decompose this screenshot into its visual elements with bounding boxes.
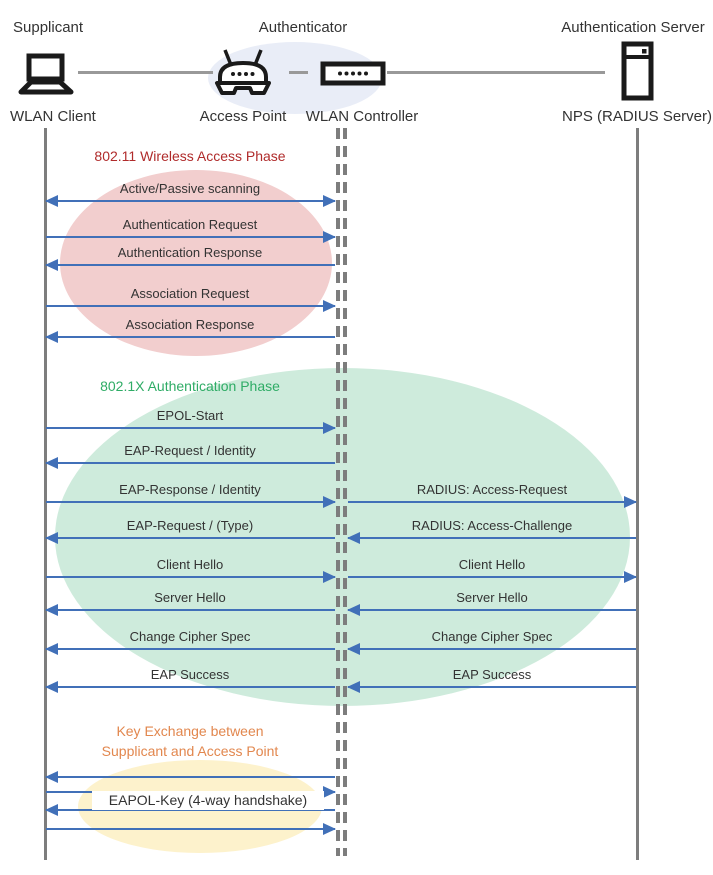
message-label: EAP-Request / (Type)	[126, 518, 254, 533]
auth-server-role-label: Authentication Server	[561, 19, 705, 36]
arrowhead-left	[45, 457, 58, 469]
message-arrow	[46, 496, 336, 508]
message-label: Active/Passive scanning	[119, 181, 261, 196]
message-label: Change Cipher Spec	[431, 629, 553, 644]
message-arrow	[348, 571, 637, 583]
message-label: Authentication Response	[117, 245, 263, 260]
authenticator-role-label: Authenticator	[258, 19, 348, 36]
message-arrow	[45, 771, 335, 783]
arrowhead-left	[347, 643, 360, 655]
arrowhead-left	[45, 532, 58, 544]
message-arrow	[46, 823, 336, 835]
arrowhead-right	[323, 496, 336, 508]
arrowhead-right	[624, 571, 637, 583]
arrowhead-left	[347, 681, 360, 693]
arrowhead-left	[347, 604, 360, 616]
arrowhead-left	[45, 331, 58, 343]
message-arrow	[348, 496, 637, 508]
message-label: Client Hello	[458, 557, 526, 572]
message-arrow	[45, 604, 335, 616]
arrowhead-left	[45, 643, 58, 655]
message-label: Authentication Request	[122, 217, 258, 232]
message-arrow	[347, 643, 636, 655]
arrowhead-right	[323, 300, 336, 312]
access-point-label: Access Point	[199, 108, 287, 125]
auth-server-lifeline	[636, 128, 639, 860]
message-arrow	[45, 457, 335, 469]
arrowhead-right	[323, 422, 336, 434]
wlan-controller-label: WLAN Controller	[305, 108, 419, 125]
message-label: EPOL-Start	[156, 408, 224, 423]
arrowhead-left	[45, 804, 58, 816]
message-label: RADIUS: Access-Request	[416, 482, 568, 497]
message-arrow	[45, 804, 335, 816]
message-label: Association Response	[125, 317, 255, 332]
wlan-controller-icon	[320, 61, 386, 86]
connector-controller-server	[387, 71, 605, 74]
message-arrow	[46, 422, 336, 434]
wlan-controller-lifeline	[343, 128, 347, 856]
message-label: EAP-Request / Identity	[124, 443, 256, 458]
message-arrow	[347, 681, 636, 693]
message-label: RADIUS: Access-Challenge	[411, 518, 573, 533]
access-point-lifeline	[336, 128, 340, 856]
arrowhead-left	[45, 681, 58, 693]
phase3-title: Key Exchange between Supplicant and Acce…	[101, 723, 279, 759]
message-arrow	[45, 331, 335, 343]
message-label: EAP Success	[452, 667, 532, 682]
message-arrow	[46, 300, 336, 312]
message-arrow	[46, 571, 336, 583]
arrowhead-left	[347, 532, 360, 544]
message-arrow	[45, 259, 335, 271]
supplicant-role-label: Supplicant	[13, 19, 84, 36]
arrowhead-left	[45, 195, 58, 207]
arrowhead-right	[323, 571, 336, 583]
arrowhead-right	[323, 195, 336, 207]
message-label: Change Cipher Spec	[129, 629, 251, 644]
message-label: EAP Success	[150, 667, 230, 682]
phase1-title: 802.11 Wireless Access Phase	[94, 148, 286, 164]
arrowhead-left	[45, 259, 58, 271]
arrowhead-left	[45, 771, 58, 783]
message-label: EAP-Response / Identity	[119, 482, 261, 497]
laptop-icon	[16, 52, 76, 96]
message-arrow	[45, 532, 335, 544]
message-arrow	[45, 195, 336, 207]
message-arrow	[347, 604, 636, 616]
message-label: EAPOL-Key (4-way handshake)	[92, 791, 324, 810]
message-label: Client Hello	[156, 557, 224, 572]
arrowhead-right	[624, 496, 637, 508]
message-arrow	[45, 681, 335, 693]
server-icon	[621, 41, 654, 101]
arrowhead-right	[323, 823, 336, 835]
connector-client-ap	[78, 71, 213, 74]
phase2-title: 802.1X Authentication Phase	[100, 378, 280, 394]
message-arrow	[45, 643, 335, 655]
message-arrow	[46, 231, 336, 243]
message-arrow	[347, 532, 636, 544]
arrowhead-right	[323, 231, 336, 243]
message-label: Association Request	[130, 286, 250, 301]
supplicant-lifeline	[44, 128, 47, 860]
message-label: Server Hello	[456, 590, 528, 605]
arrowhead-right	[323, 786, 336, 798]
message-label: Server Hello	[154, 590, 226, 605]
connector-ap-controller	[289, 71, 308, 74]
arrowhead-left	[45, 604, 58, 616]
nps-radius-server-label: NPS (RADIUS Server)	[561, 108, 713, 125]
access-point-icon	[211, 47, 275, 97]
wlan-client-label: WLAN Client	[10, 108, 96, 125]
